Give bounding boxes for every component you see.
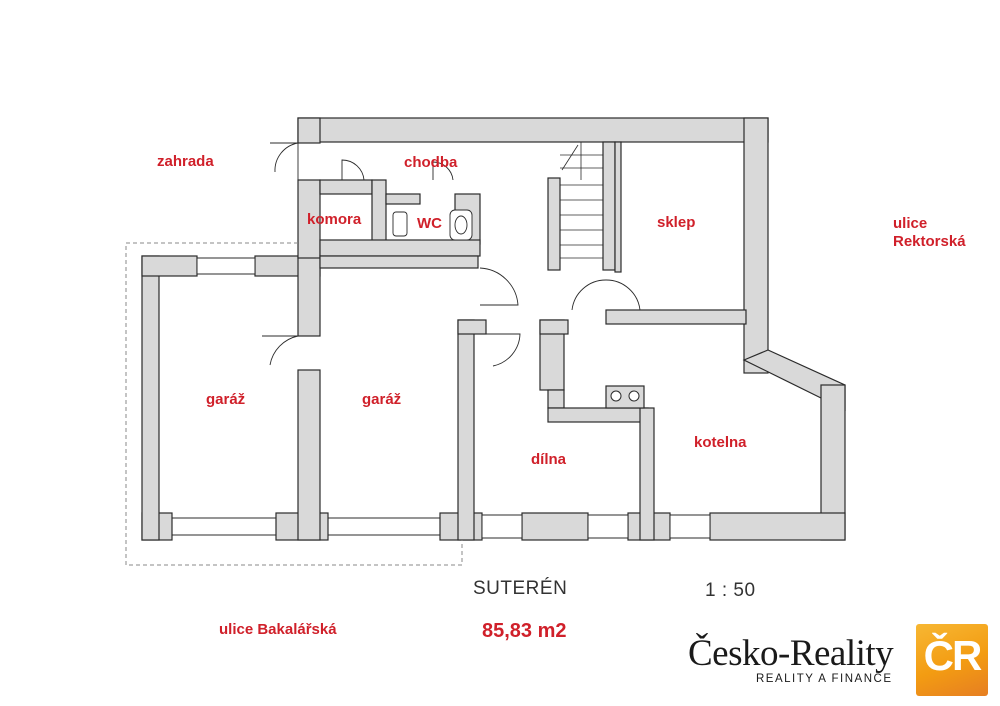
wall-right-upper [743, 117, 769, 374]
company-tagline: REALITY A FINANCE [756, 673, 893, 685]
room-label-sklep: sklep [657, 214, 696, 231]
street-label-rektorska-1: ulice [893, 215, 928, 232]
room-label-garaz-left: garáž [206, 391, 246, 408]
company-name: Česko-Reality [688, 633, 894, 674]
window-dilna-1 [481, 514, 523, 539]
wall-left-mid [297, 179, 321, 259]
window-dilna-2 [587, 514, 629, 539]
floor-name: SUTERÉN [473, 578, 568, 599]
wall-sklep-bottom [605, 309, 747, 325]
room-label-dilna: dílna [531, 451, 567, 468]
wall-bottom-mid1 [521, 512, 589, 541]
wall-dilna-right-notch [547, 389, 565, 409]
wall-stair-right [602, 141, 616, 271]
wall-garage-divider-bottom [297, 369, 321, 541]
wall-komora-top [319, 179, 373, 195]
wall-left-upper [297, 117, 321, 144]
room-label-komora: komora [307, 211, 362, 228]
wall-left [141, 255, 160, 541]
logo-letters: ČR [923, 632, 983, 679]
window-garage-left [196, 257, 256, 275]
wall-garage-divider-top [297, 255, 321, 337]
street-label-rektorska-2: Rektorská [893, 233, 966, 250]
wall-garage-right-top [319, 255, 479, 269]
street-label-bakalarska: ulice Bakalářská [219, 621, 337, 638]
staircase [560, 142, 603, 259]
wall-utility-bottom [319, 239, 481, 257]
wall-wc-top [385, 193, 421, 205]
wall-garage-top-left [141, 255, 198, 277]
room-label-zahrada: zahrada [157, 153, 214, 170]
wall-dilna-left [457, 319, 475, 541]
wall-komora-wc-divider [371, 179, 387, 245]
wall-dilna-top-right [539, 319, 569, 335]
company-logo: ČR [916, 624, 988, 696]
wall-sklep-left [614, 141, 622, 273]
room-label-garaz-right: garáž [362, 391, 402, 408]
scale-label: 1 : 50 [705, 580, 756, 601]
wall-dilna-kotelna-top [547, 407, 649, 423]
wall-stair-left [547, 177, 561, 271]
wall-top [297, 117, 769, 143]
door-swings [262, 142, 641, 367]
wall-dilna-top-left [457, 319, 487, 335]
window-kotelna [669, 514, 711, 539]
wall-dilna-kotelna-divider [639, 407, 655, 541]
wall-bottom-right [709, 512, 846, 541]
room-label-wc: WC [417, 215, 442, 232]
room-label-chodba: chodba [404, 154, 458, 171]
area-label: 85,83 m2 [482, 620, 567, 642]
room-label-kotelna: kotelna [694, 434, 747, 451]
wc-fixtures [392, 209, 473, 241]
